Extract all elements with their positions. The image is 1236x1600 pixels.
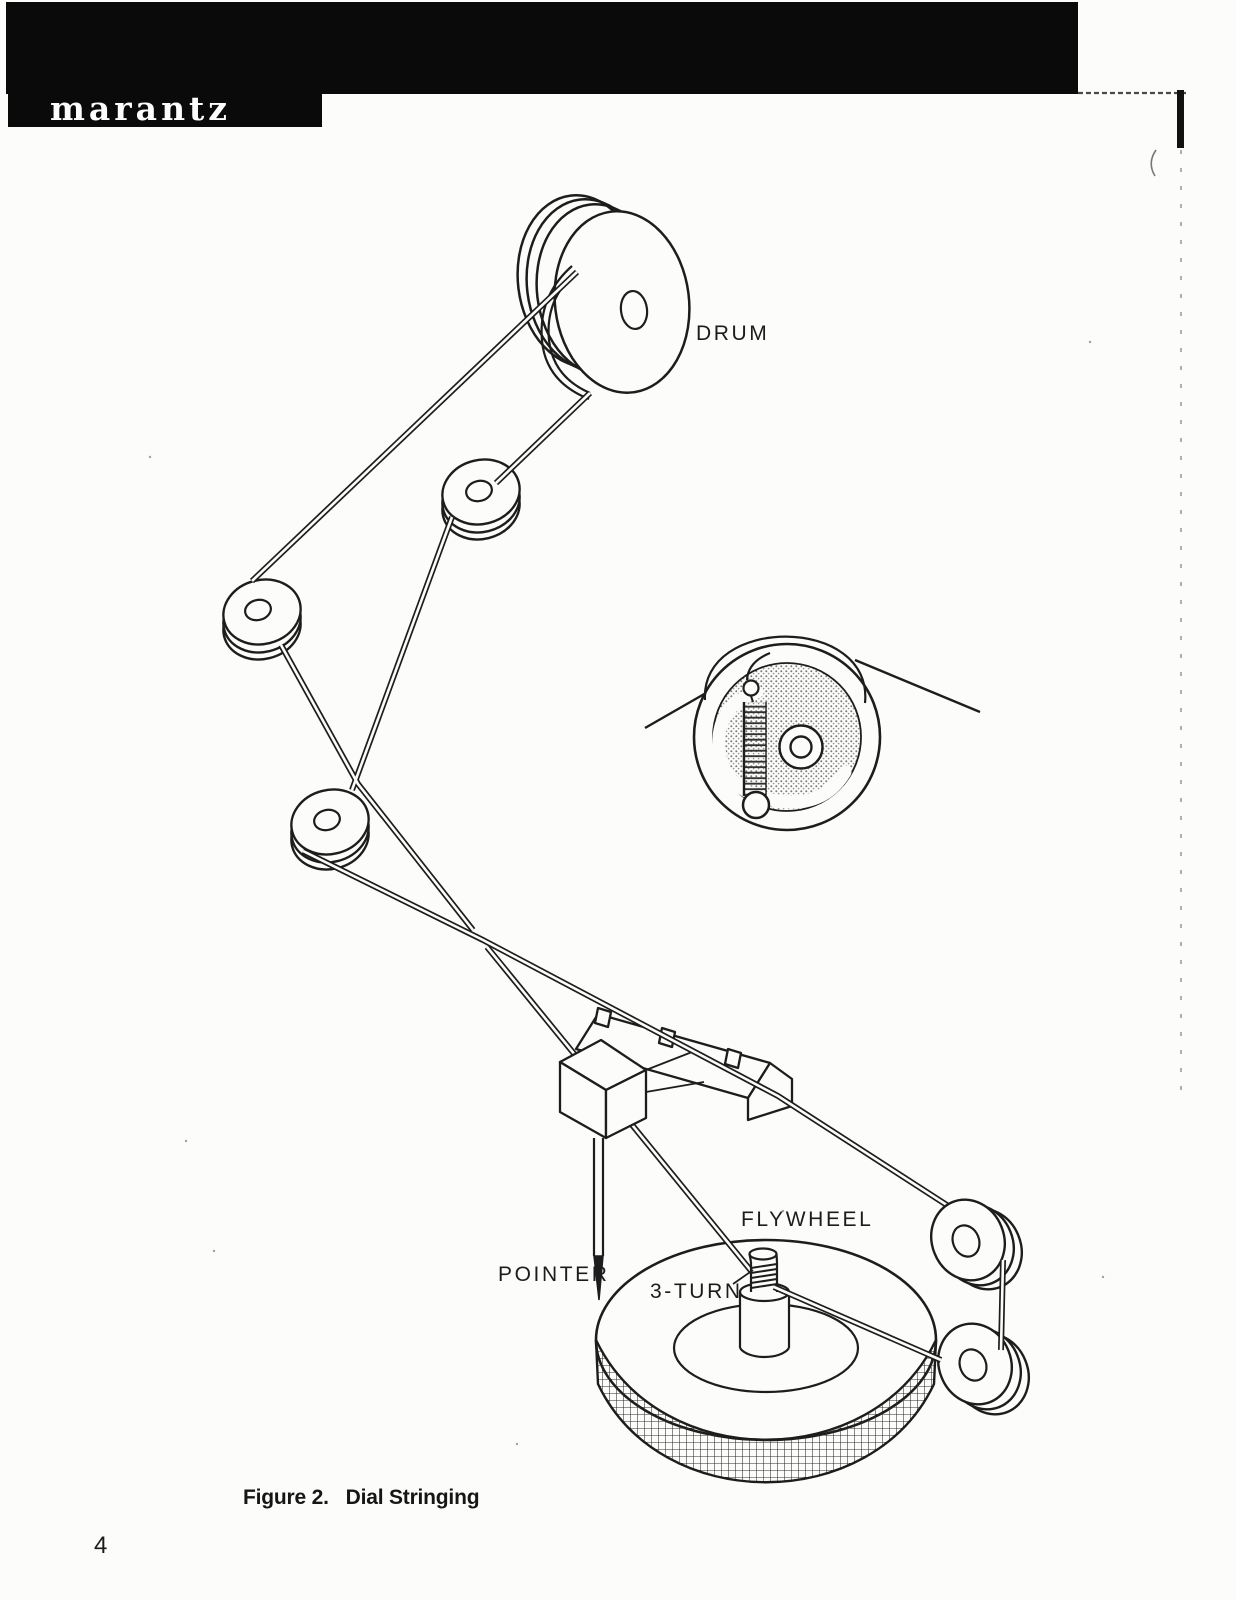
flywheel-label: FLYWHEEL (741, 1208, 874, 1231)
three-turn-label: 3-TURN (650, 1280, 743, 1303)
pulley-right-lower (937, 1322, 1030, 1416)
drum-detail-inset (644, 635, 981, 832)
pointer-carriage (558, 1006, 794, 1140)
figure-caption: Figure 2. Dial Stringing (243, 1486, 480, 1509)
drum-label: DRUM (696, 322, 770, 345)
pointer-needle (592, 1138, 605, 1301)
flywheel-shaft (738, 1247, 791, 1359)
header-bar (6, 2, 1078, 94)
pointer-label: POINTER (498, 1263, 610, 1286)
brand-strip: marantz (8, 89, 322, 128)
three-turn-leader-line (732, 1269, 754, 1285)
flywheel-knurled-rim (594, 1339, 938, 1484)
dial-cord-upper (249, 269, 593, 932)
brand-logo: marantz (50, 89, 232, 128)
scan-artifacts (1078, 90, 1186, 1100)
pulley-left (222, 578, 302, 661)
dial-cord-right-loop (772, 1259, 1006, 1363)
page-number: 4 (94, 1532, 108, 1559)
drum (516, 194, 691, 401)
three-turn-wrap (750, 1263, 778, 1289)
pulley-right-upper (930, 1198, 1023, 1291)
dial-cord-carriage-run (301, 848, 955, 1212)
